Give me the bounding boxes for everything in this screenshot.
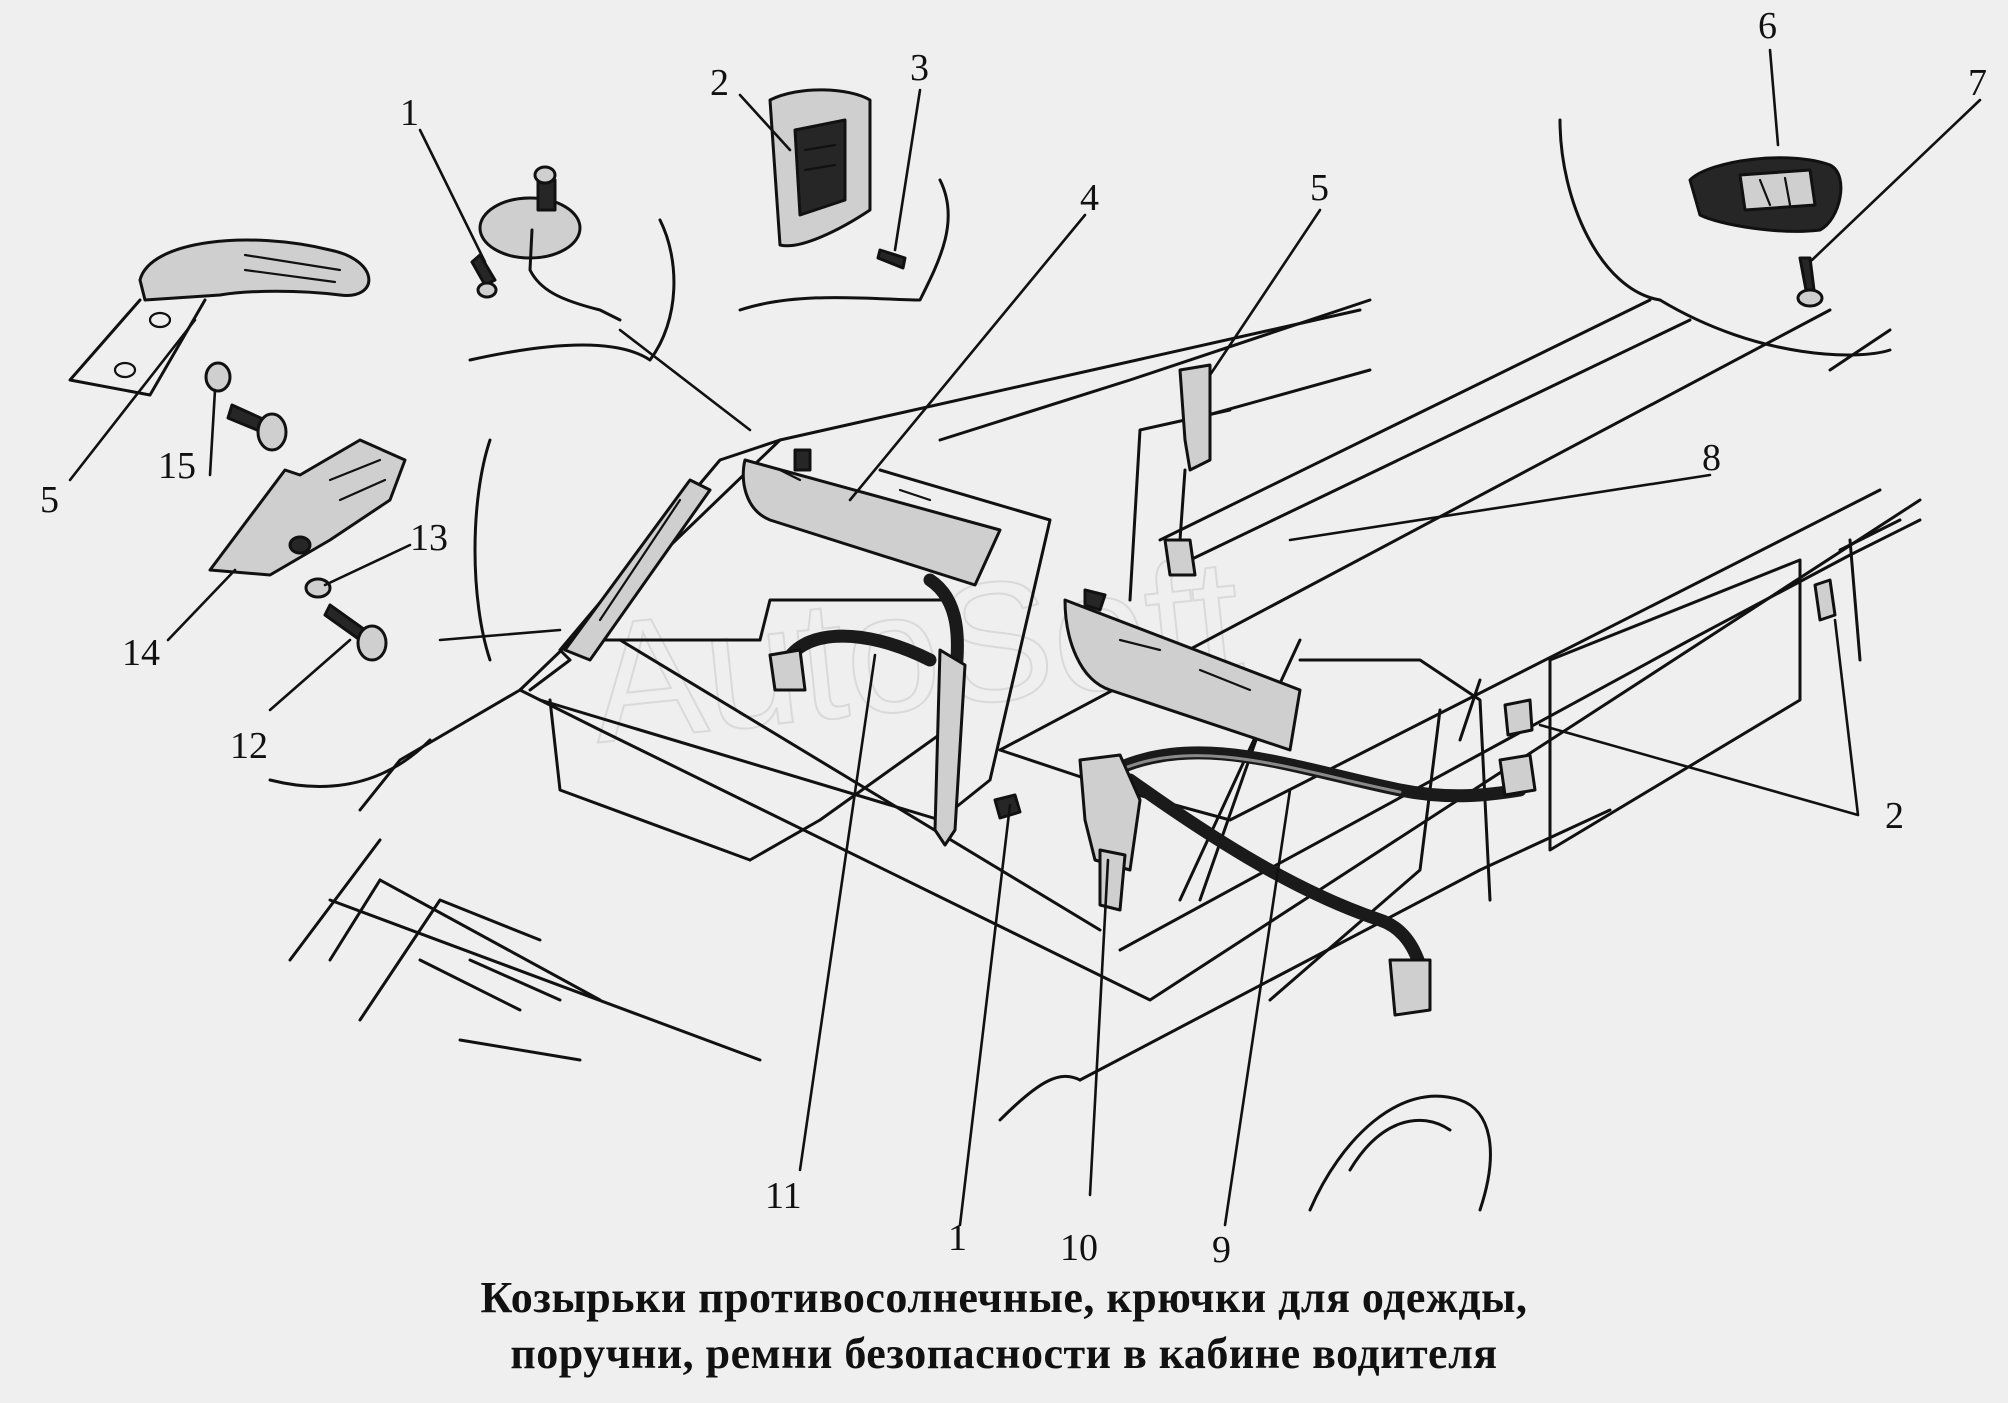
caption-line-2: поручни, ремни безопасности в кабине вод… [510, 1329, 1498, 1378]
screw-1-bottom [993, 793, 1022, 820]
cab-lamp [1688, 156, 1843, 233]
coat-hook-bracket [208, 438, 407, 577]
grab-handle-left [68, 238, 371, 397]
detail-arcs [268, 118, 1892, 788]
visor-hinge-bracket [1163, 363, 1212, 577]
callout-2: 2 [710, 62, 729, 104]
dome-lamp [768, 88, 872, 248]
seat-belt-left [768, 573, 967, 847]
leader-lines [68, 48, 1982, 1227]
diagram-caption: Козырьки противосолнечные, крючки для од… [0, 1270, 2008, 1382]
sun-visor-left [741, 448, 1002, 587]
callout-4: 4 [1080, 177, 1099, 219]
windshield-pillar-left [563, 478, 712, 662]
callout-3: 3 [910, 47, 929, 89]
caption-line-1: Козырьки противосолнечные, крючки для од… [480, 1273, 1528, 1322]
callout-1: 1 [400, 92, 419, 134]
screw-3 [876, 248, 907, 270]
callout-1: 1 [948, 1217, 967, 1259]
callout-8: 8 [1702, 437, 1721, 479]
callout-14: 14 [122, 632, 160, 674]
seat-belt-right [1078, 578, 1837, 1017]
callout-labels: 1 2 3 4 5 5 6 7 8 2 15 13 14 12 11 1 10 … [40, 5, 1987, 1271]
fasteners-left [204, 361, 388, 662]
callout-6: 6 [1758, 5, 1777, 47]
callout-5: 5 [40, 479, 59, 521]
callout-7: 7 [1968, 62, 1987, 104]
coat-hook-top [470, 165, 622, 322]
callout-12: 12 [230, 725, 268, 767]
callout-2: 2 [1885, 795, 1904, 837]
callout-11: 11 [765, 1175, 802, 1217]
callout-10: 10 [1060, 1227, 1098, 1269]
callout-15: 15 [158, 445, 196, 487]
callout-13: 13 [410, 517, 448, 559]
sun-visor-right [1063, 588, 1302, 752]
screw-7 [1796, 256, 1824, 308]
callout-9: 9 [1212, 1229, 1231, 1271]
callout-5: 5 [1310, 167, 1329, 209]
cab-body-outline [288, 298, 1922, 1212]
